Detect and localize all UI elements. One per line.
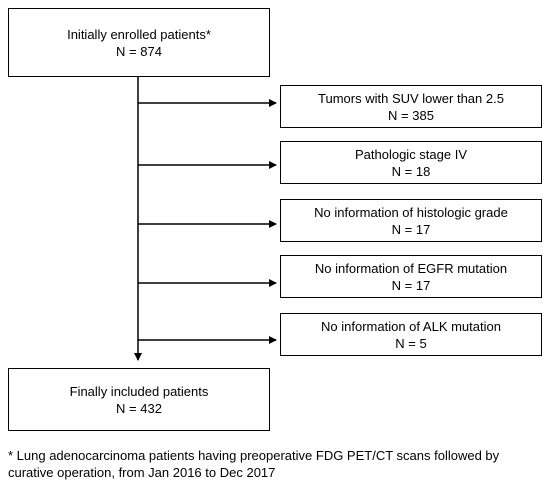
exclusion-count: N = 385 (388, 107, 434, 123)
exclusion-box-3: No information of histologic grade N = 1… (280, 199, 542, 242)
final-box: Finally included patients N = 432 (8, 368, 270, 431)
exclusion-count: N = 17 (391, 277, 431, 293)
start-title: Initially enrolled patients* (67, 26, 211, 42)
final-count: N = 432 (116, 400, 162, 416)
footnote: * Lung adenocarcinoma patients having pr… (8, 448, 500, 480)
start-box: Initially enrolled patients* N = 874 (8, 8, 270, 77)
exclusion-box-5: No information of ALK mutation N = 5 (280, 313, 542, 356)
exclusion-box-2: Pathologic stage IV N = 18 (280, 141, 542, 184)
exclusion-count: N = 17 (391, 221, 431, 237)
start-count: N = 874 (116, 43, 162, 59)
exclusion-box-1: Tumors with SUV lower than 2.5 N = 385 (280, 85, 542, 128)
exclusion-count: N = 5 (395, 335, 427, 351)
exclusion-title: No information of histologic grade (314, 204, 508, 220)
final-title: Finally included patients (69, 383, 209, 399)
exclusion-count: N = 18 (391, 163, 431, 179)
exclusion-title: Tumors with SUV lower than 2.5 (318, 90, 504, 106)
exclusion-box-4: No information of EGFR mutation N = 17 (280, 255, 542, 298)
exclusion-title: No information of EGFR mutation (314, 260, 508, 276)
exclusion-title: Pathologic stage IV (354, 146, 468, 162)
exclusion-title: No information of ALK mutation (321, 318, 501, 334)
